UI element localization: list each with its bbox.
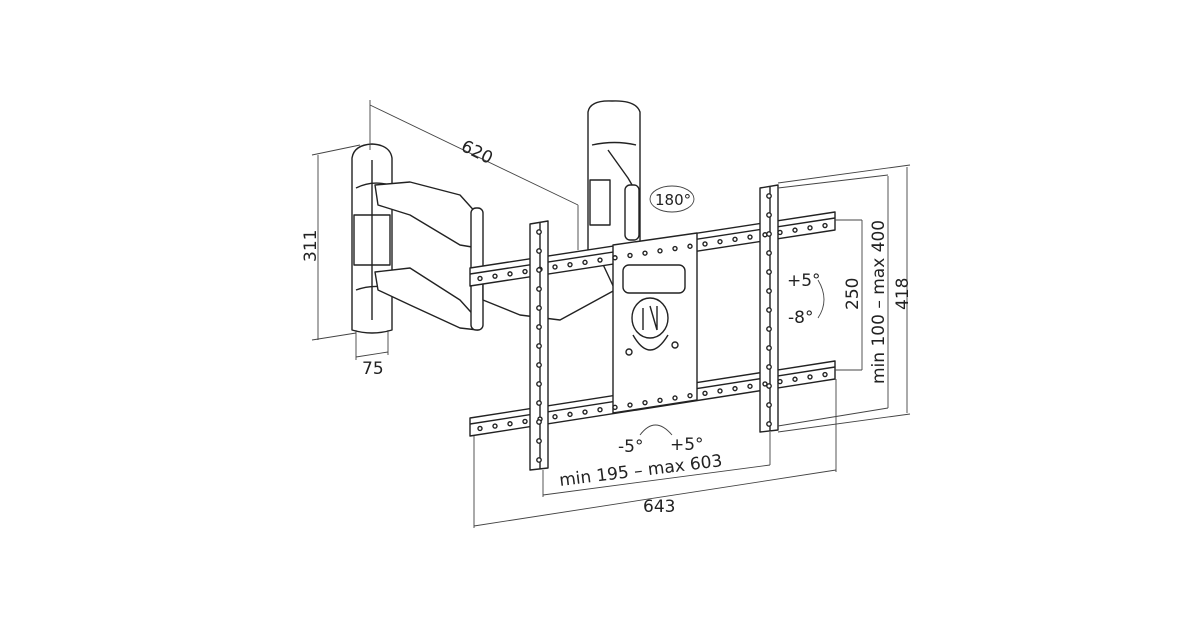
hole bbox=[536, 438, 542, 444]
hole bbox=[536, 457, 542, 463]
hole bbox=[687, 243, 693, 249]
hole bbox=[522, 418, 528, 425]
hole bbox=[642, 399, 648, 406]
hole bbox=[507, 271, 513, 277]
hole bbox=[766, 421, 772, 427]
vesa-vertical-label: min 100 – max 400 bbox=[869, 220, 889, 384]
hole bbox=[657, 248, 663, 254]
hole bbox=[672, 245, 678, 252]
hole bbox=[766, 193, 772, 199]
hole bbox=[536, 305, 542, 311]
hole bbox=[747, 383, 753, 389]
hole bbox=[536, 343, 542, 349]
hole bbox=[627, 252, 633, 259]
hole bbox=[672, 395, 678, 401]
wall-plate-width-label: 75 bbox=[362, 359, 384, 379]
hole bbox=[507, 421, 513, 427]
roll-right-label: +5° bbox=[670, 435, 704, 455]
hole bbox=[766, 402, 772, 408]
hole bbox=[822, 371, 828, 378]
swivel-label: 180° bbox=[655, 191, 691, 209]
hole bbox=[627, 402, 633, 408]
hole bbox=[822, 222, 828, 229]
hole bbox=[766, 231, 772, 237]
hole bbox=[717, 388, 723, 394]
vesa-horizontal-label: min 195 – max 603 bbox=[558, 451, 723, 491]
hole bbox=[567, 261, 573, 268]
hole bbox=[766, 345, 772, 351]
hole bbox=[597, 406, 603, 413]
hole bbox=[687, 392, 693, 399]
hole bbox=[597, 257, 603, 263]
hole bbox=[522, 268, 528, 275]
hole bbox=[536, 419, 542, 425]
hole bbox=[766, 250, 772, 256]
hole bbox=[766, 288, 772, 294]
hole bbox=[766, 383, 772, 389]
hole bbox=[807, 225, 813, 231]
hole bbox=[792, 227, 798, 233]
hole bbox=[747, 234, 753, 240]
hole bbox=[766, 326, 772, 332]
swivel-head bbox=[587, 100, 641, 251]
hole bbox=[732, 236, 738, 243]
hole bbox=[777, 378, 783, 385]
hole bbox=[492, 423, 498, 429]
hole bbox=[582, 259, 588, 266]
hole bbox=[717, 238, 723, 245]
hole bbox=[536, 362, 542, 368]
hole bbox=[612, 404, 618, 411]
roll-left-label: -5° bbox=[618, 437, 643, 457]
hole bbox=[642, 250, 648, 256]
hole bbox=[536, 286, 542, 292]
bracket-width-label: 643 bbox=[643, 497, 675, 517]
hole bbox=[766, 307, 772, 313]
hole bbox=[702, 390, 708, 397]
hole bbox=[552, 414, 558, 420]
hole bbox=[702, 241, 708, 247]
arm-length-label: 620 bbox=[458, 137, 496, 169]
hole bbox=[777, 229, 783, 236]
hole bbox=[536, 400, 542, 406]
hole bbox=[807, 374, 813, 380]
hole bbox=[492, 273, 498, 279]
hole bbox=[766, 364, 772, 370]
hole bbox=[536, 267, 542, 273]
hole bbox=[567, 411, 573, 418]
articulating-arms bbox=[374, 181, 616, 331]
hole bbox=[792, 376, 798, 382]
hole bbox=[536, 381, 542, 387]
tilt-up-label: +5° bbox=[787, 271, 821, 291]
hole bbox=[477, 275, 483, 282]
dimension-lines bbox=[311, 100, 911, 528]
center-plate bbox=[612, 232, 698, 414]
hole bbox=[766, 212, 772, 218]
hole bbox=[536, 324, 542, 330]
hole bbox=[477, 425, 483, 432]
mounting-holes bbox=[477, 193, 828, 463]
hole bbox=[536, 248, 542, 254]
hole bbox=[552, 264, 558, 270]
wall-plate bbox=[351, 143, 393, 334]
hole bbox=[612, 255, 618, 261]
hole bbox=[536, 229, 542, 235]
hole bbox=[732, 385, 738, 392]
tilt-down-label: -8° bbox=[788, 308, 813, 328]
wall-plate-height-label: 311 bbox=[301, 230, 321, 262]
hole bbox=[657, 397, 663, 404]
hole bbox=[582, 409, 588, 415]
hole bbox=[766, 269, 772, 275]
bracket-height-label: 418 bbox=[893, 278, 913, 310]
rail-spacing-label: 250 bbox=[843, 278, 863, 310]
